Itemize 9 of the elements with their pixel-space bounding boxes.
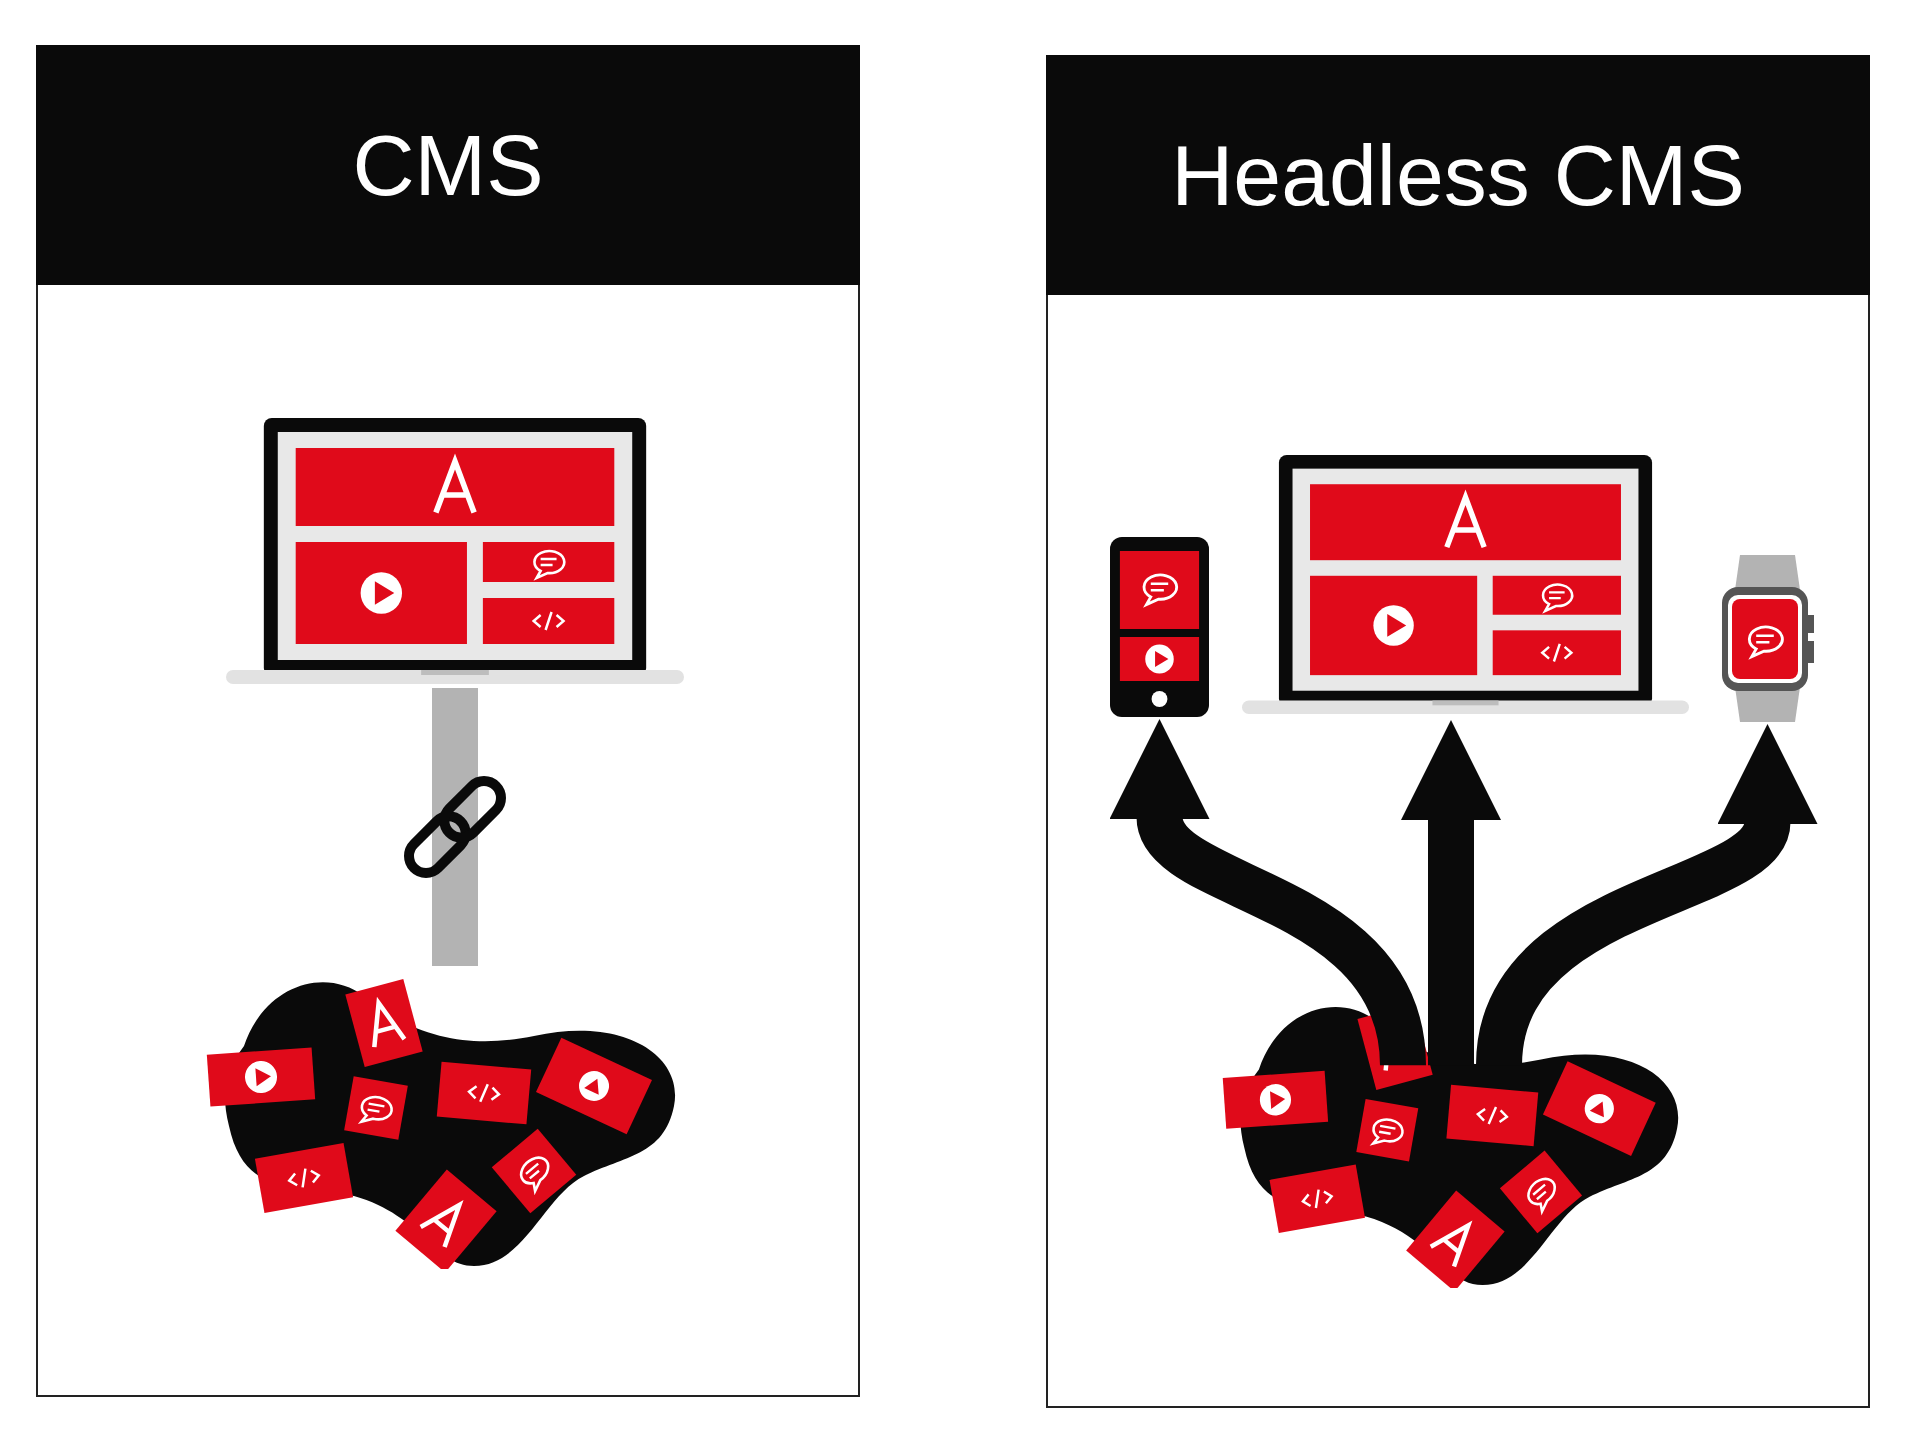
comparison-panel (1046, 55, 1870, 1408)
comparison-panel (36, 45, 860, 1397)
panel-header: Headless CMS (1046, 55, 1870, 295)
arrow (1111, 722, 1426, 1068)
smartwatch-icon (1720, 555, 1815, 722)
smartphone-icon (1110, 537, 1209, 717)
connector-pole (432, 688, 478, 966)
arrow (1401, 720, 1501, 1066)
panel-header: CMS (36, 45, 860, 285)
